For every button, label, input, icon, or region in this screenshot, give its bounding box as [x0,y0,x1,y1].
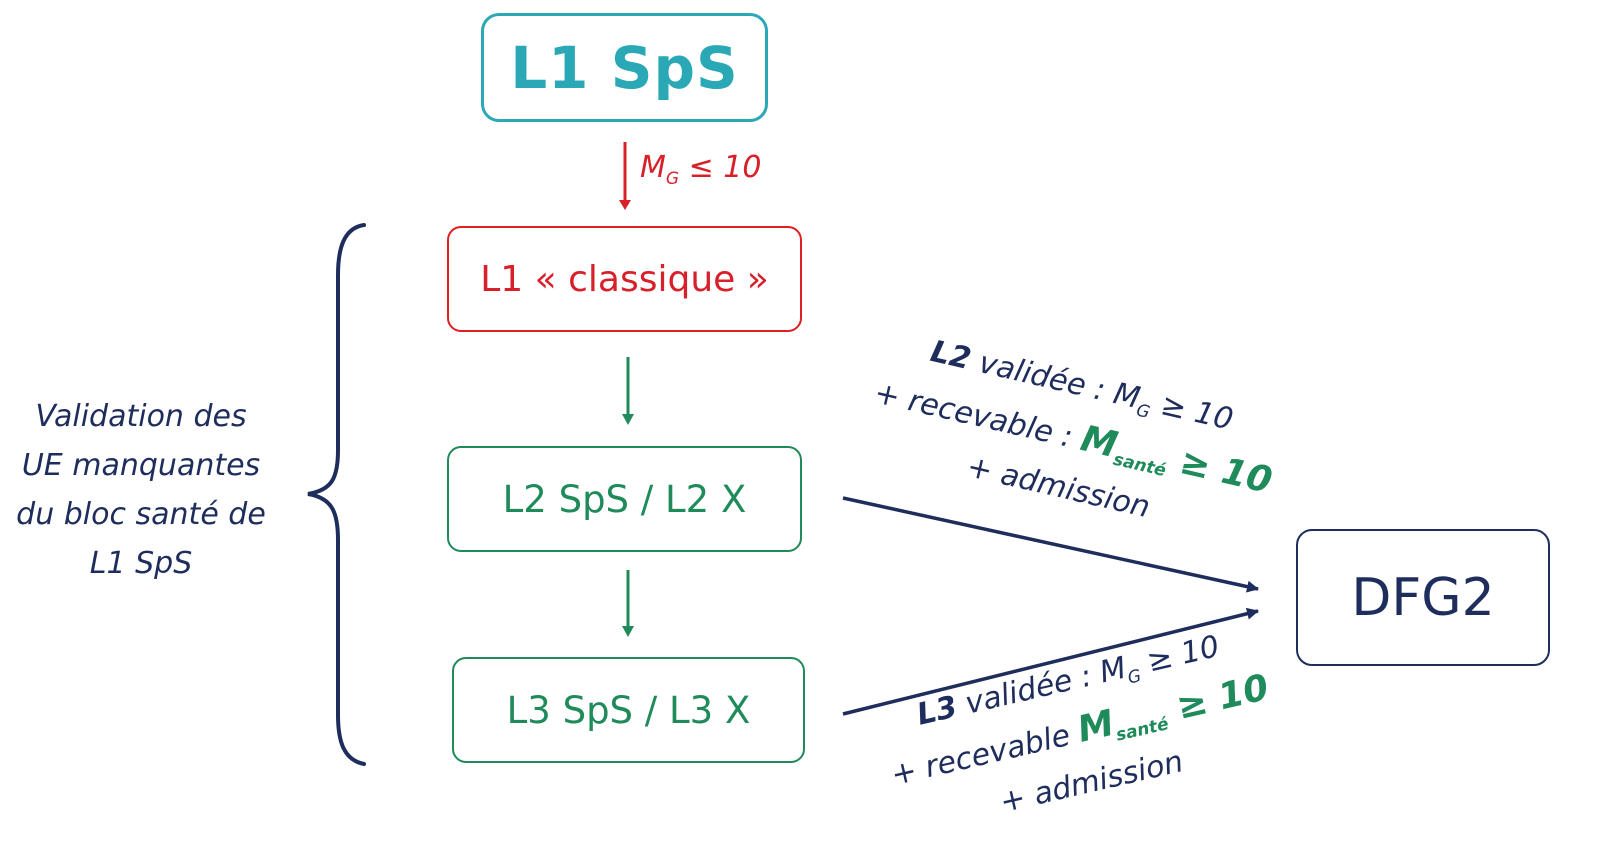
node-l2: L2 SpS / L2 X [447,446,802,552]
condition-l1-sub: G [665,169,680,189]
arrow-l2-to-dfg2 [842,496,1259,593]
left-note: Validation des UE manquantes du bloc san… [10,392,272,588]
condition-l2-sante-sub: santé [1111,449,1168,482]
condition-l1-m: M [640,150,666,185]
arrow-head-green-1 [622,414,634,425]
left-note-line: du bloc santé de [16,497,266,532]
arrow-l3-to-dfg2 [842,607,1259,716]
node-l2-label: L2 SpS / L2 X [502,477,747,521]
condition-l3-sante-sub: santé [1114,714,1171,746]
left-note-line: Validation des [35,399,247,434]
node-l3: L3 SpS / L3 X [452,657,805,763]
condition-l3-m-sante: M [1073,702,1118,751]
left-brace [307,223,366,766]
condition-l1-label: MG ≤ 10 [640,150,761,189]
node-l1-classique-label: L1 « classique » [480,258,769,300]
node-dfg2-label: DFG2 [1351,567,1495,628]
node-l1-sps-label: L1 SpS [510,33,739,102]
condition-l1-rest: ≤ 10 [679,150,762,185]
arrow-head-green-2 [622,626,634,637]
left-note-line: UE manquantes [21,448,261,483]
node-l1-sps: L1 SpS [481,13,768,122]
left-note-line: L1 SpS [89,546,193,581]
node-l3-label: L3 SpS / L3 X [506,688,751,732]
node-l1-classique: L1 « classique » [447,226,802,332]
node-dfg2: DFG2 [1296,529,1550,666]
arrow-head-red [619,200,631,210]
